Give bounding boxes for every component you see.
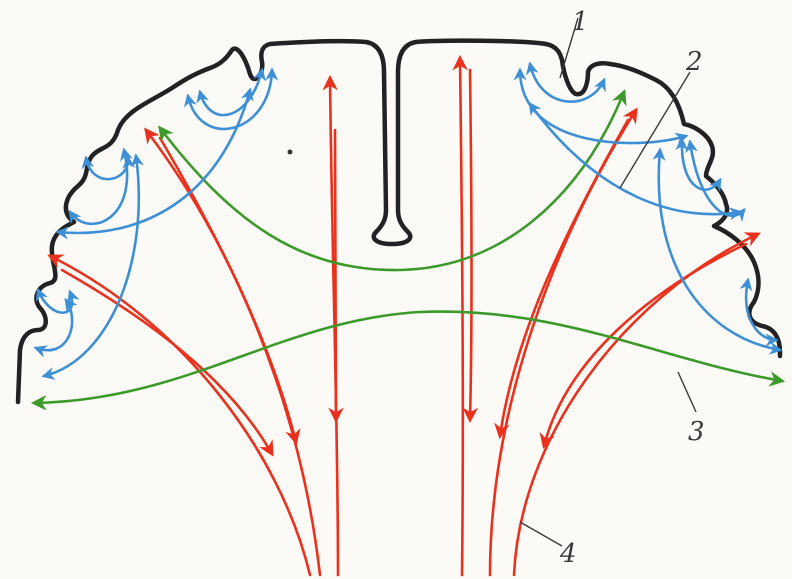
- association-fiber-r5: [690, 142, 744, 216]
- commissural-fiber-lower: [34, 312, 782, 403]
- left-hemisphere-outline: [18, 41, 780, 402]
- association-fibers: [36, 64, 780, 376]
- callout-label-2: 2: [685, 47, 703, 77]
- leader-line-3: [678, 372, 696, 412]
- leader-line-4: [520, 522, 562, 546]
- leader-line-2: [620, 72, 690, 188]
- callout-label-3: 3: [688, 417, 705, 447]
- projection-fiber-2: [335, 130, 336, 420]
- projection-fiber-3: [146, 130, 320, 575]
- ink-dot: [288, 150, 293, 155]
- projection-fiber-11: [514, 234, 758, 575]
- callout-label-4: 4: [559, 539, 577, 569]
- association-fiber-l3: [86, 158, 128, 179]
- projection-fiber-10: [500, 120, 628, 436]
- projection-fiber-8: [470, 70, 472, 420]
- projection-fiber-6: [62, 270, 272, 454]
- projection-fiber-12: [544, 244, 746, 446]
- callout-label-1: 1: [572, 7, 589, 37]
- cortex-outline: [18, 41, 780, 402]
- projection-fiber-7: [460, 58, 463, 575]
- projection-fiber-5: [50, 256, 310, 575]
